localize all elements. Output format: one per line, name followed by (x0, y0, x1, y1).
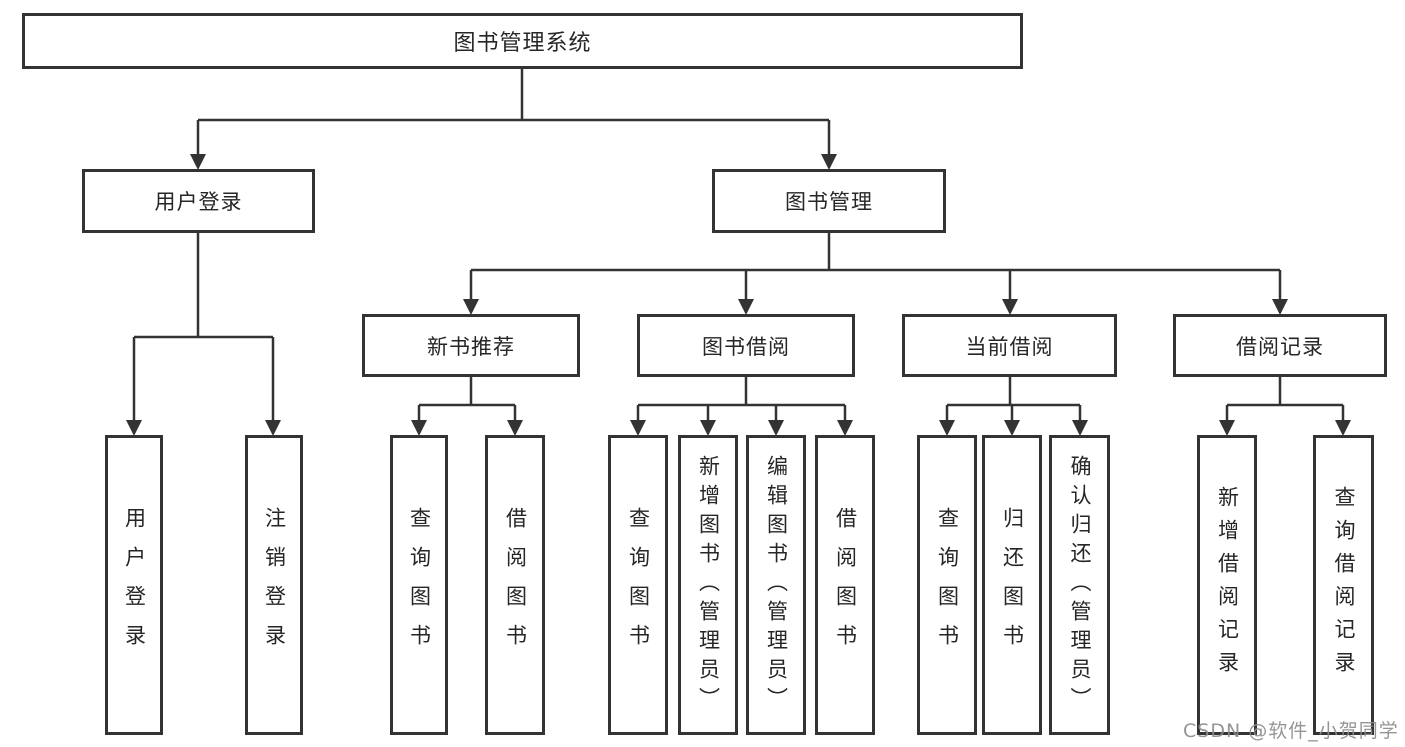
leaf-borrow-add-admin: 新增图书（管理员） (678, 435, 738, 735)
node-borrow-records: 借阅记录 (1173, 314, 1387, 377)
node-label: 当前借阅 (965, 334, 1054, 359)
leaf-label: 用户登录 (122, 507, 147, 663)
node-label: 图书借阅 (702, 334, 790, 359)
connector-paths (132, 69, 1345, 421)
arrowheads (126, 154, 1351, 436)
node-current-borrow: 当前借阅 (902, 314, 1117, 377)
leaf-label: 查询借阅记录 (1332, 486, 1356, 684)
node-label: 用户登录 (154, 190, 243, 214)
leaf-label: 编辑图书（管理员） (764, 454, 789, 716)
leaf-records-query: 查询借阅记录 (1313, 435, 1374, 735)
leaf-label: 归还图书 (1000, 507, 1025, 663)
leaf-label: 借阅图书 (503, 507, 528, 663)
node-new-book-recommend: 新书推荐 (362, 314, 580, 377)
leaf-label: 确认归还（管理员） (1068, 454, 1092, 716)
node-root-system: 图书管理系统 (22, 13, 1023, 69)
leaf-current-return: 归还图书 (982, 435, 1042, 735)
leaf-userlogin-login: 用户登录 (105, 435, 163, 735)
node-label: 借阅记录 (1236, 334, 1324, 359)
node-label: 图书管理系统 (453, 31, 592, 56)
node-user-login: 用户登录 (82, 169, 315, 233)
leaf-records-add: 新增借阅记录 (1197, 435, 1257, 735)
csdn-watermark: CSDN @软件_小贺同学 (1183, 720, 1399, 742)
leaf-label: 查询图书 (407, 507, 432, 663)
node-label: 图书管理 (785, 190, 873, 214)
leaf-borrow-borrow: 借阅图书 (815, 435, 875, 735)
leaf-label: 查询图书 (626, 507, 651, 663)
node-label: 新书推荐 (427, 334, 515, 359)
leaf-label: 注销登录 (262, 507, 287, 663)
node-book-borrow: 图书借阅 (637, 314, 855, 377)
leaf-borrow-query: 查询图书 (608, 435, 668, 735)
leaf-newbooks-query: 查询图书 (390, 435, 448, 735)
leaf-label: 新增图书（管理员） (696, 454, 721, 716)
leaf-label: 查询图书 (935, 507, 960, 663)
leaf-label: 新增借阅记录 (1215, 486, 1240, 684)
node-book-management: 图书管理 (712, 169, 946, 233)
leaf-borrow-edit-admin: 编辑图书（管理员） (746, 435, 806, 735)
leaf-userlogin-logout: 注销登录 (245, 435, 303, 735)
leaf-current-query: 查询图书 (917, 435, 977, 735)
leaf-label: 借阅图书 (833, 507, 858, 663)
leaf-current-confirm-admin: 确认归还（管理员） (1049, 435, 1110, 735)
leaf-newbooks-borrow: 借阅图书 (485, 435, 545, 735)
